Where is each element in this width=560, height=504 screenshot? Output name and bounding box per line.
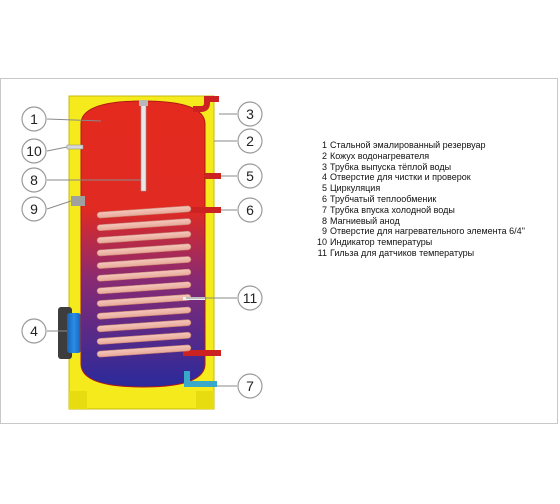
callout-number: 2	[246, 133, 254, 149]
callout-5: 5	[237, 163, 263, 189]
leader-lines	[46, 113, 237, 387]
coil-turn	[96, 344, 192, 358]
legend-text: Гильза для датчиков температуры	[330, 247, 475, 258]
inspection-hatch-cover	[67, 313, 81, 353]
coil-turn	[96, 306, 192, 320]
legend-number: 1	[321, 140, 327, 150]
coil-turn	[96, 331, 192, 345]
temperature-indicator	[66, 144, 84, 150]
callout-circle	[237, 285, 263, 311]
callout-circle	[21, 318, 47, 344]
legend-text: Кожух водонагревателя	[330, 150, 430, 161]
callout-4: 4	[21, 318, 47, 344]
coil-turn	[96, 243, 192, 257]
legend-text: Трубчатый теплообменик	[330, 193, 437, 204]
legend-number: 5	[321, 183, 327, 194]
coil-turn	[96, 205, 192, 219]
leader-line-10	[46, 146, 68, 152]
callout-number: 10	[26, 143, 42, 159]
coil-turn	[96, 230, 192, 244]
casing-foot-right	[196, 391, 214, 409]
legend-text: Трубка впуска холодной воды	[330, 204, 455, 215]
callout-circle	[21, 167, 47, 193]
legend-text: Стальной эмалированный резервуар	[330, 140, 486, 150]
legend-number: 3	[321, 161, 327, 172]
callout-number: 6	[246, 202, 254, 218]
callout-circle	[237, 163, 263, 189]
callout-number: 1	[30, 111, 38, 127]
callout-10: 10	[21, 138, 47, 164]
legend-text: Индикатор температуры	[330, 237, 433, 248]
callout-8: 8	[21, 167, 47, 193]
callout-9: 9	[21, 196, 47, 222]
leader-line-1	[46, 118, 102, 122]
callout-number: 9	[30, 201, 38, 217]
coil-turn	[96, 319, 192, 333]
coil-inlet-pipe	[181, 207, 221, 213]
anode-cap	[139, 100, 148, 106]
legend-text: Отверстие для нагревательного элемента 6…	[330, 226, 525, 237]
leader-line-9	[46, 200, 72, 210]
callout-number: 11	[243, 290, 258, 306]
water-heater-diagram: 1 2 3 4 5 6 7 8 9 10 11	[21, 95, 263, 410]
callout-number: 4	[30, 323, 38, 339]
coil-outlet-pipe	[183, 350, 221, 356]
callout-circle	[237, 373, 263, 399]
cold-water-inlet-pipe	[184, 371, 217, 387]
tube-heat-exchanger	[96, 205, 192, 358]
callout-1: 1	[21, 106, 47, 132]
legend-number: 2	[321, 150, 327, 161]
legend-number: 11	[317, 247, 327, 258]
coil-turn	[96, 268, 192, 282]
callout-circle	[21, 138, 47, 164]
callout-7: 7	[237, 373, 263, 399]
legend-number: 4	[321, 172, 327, 183]
magnesium-anode	[140, 104, 147, 192]
circulation-pipe	[205, 173, 221, 179]
callout-number: 8	[30, 172, 38, 188]
callouts: 1 2 3 4 5 6 7 8 9 10 11	[21, 101, 263, 399]
legend-number: 9	[321, 226, 327, 237]
hot-water-outlet-pipe	[193, 96, 219, 112]
coil-turn	[96, 218, 192, 232]
legend-text: Циркуляция	[330, 183, 381, 194]
legend-text: Отверстие для чистки и проверок	[330, 172, 471, 183]
callout-circle	[237, 197, 263, 223]
callout-number: 3	[246, 106, 254, 122]
coil-turn	[96, 256, 192, 269]
coil-turn	[96, 281, 192, 295]
callout-number: 7	[246, 378, 254, 394]
callout-11: 11	[237, 285, 263, 311]
legend-text: Магниевый анод	[330, 215, 400, 226]
legend-number: 8	[321, 215, 327, 226]
callout-number: 5	[246, 168, 254, 184]
callout-circle	[21, 196, 47, 222]
casing-foot-left	[69, 391, 87, 409]
callout-3: 3	[237, 101, 263, 127]
callout-circle	[21, 106, 47, 132]
legend-number: 7	[321, 204, 327, 215]
callout-circle	[237, 128, 263, 154]
callout-circle	[237, 101, 263, 127]
heating-element-port	[71, 196, 85, 206]
legend-text: Трубка выпуска тёплой воды	[330, 161, 452, 172]
callout-2: 2	[237, 128, 263, 154]
callout-6: 6	[237, 197, 263, 223]
legend-number: 10	[316, 237, 327, 248]
legend-number: 6	[321, 193, 327, 204]
